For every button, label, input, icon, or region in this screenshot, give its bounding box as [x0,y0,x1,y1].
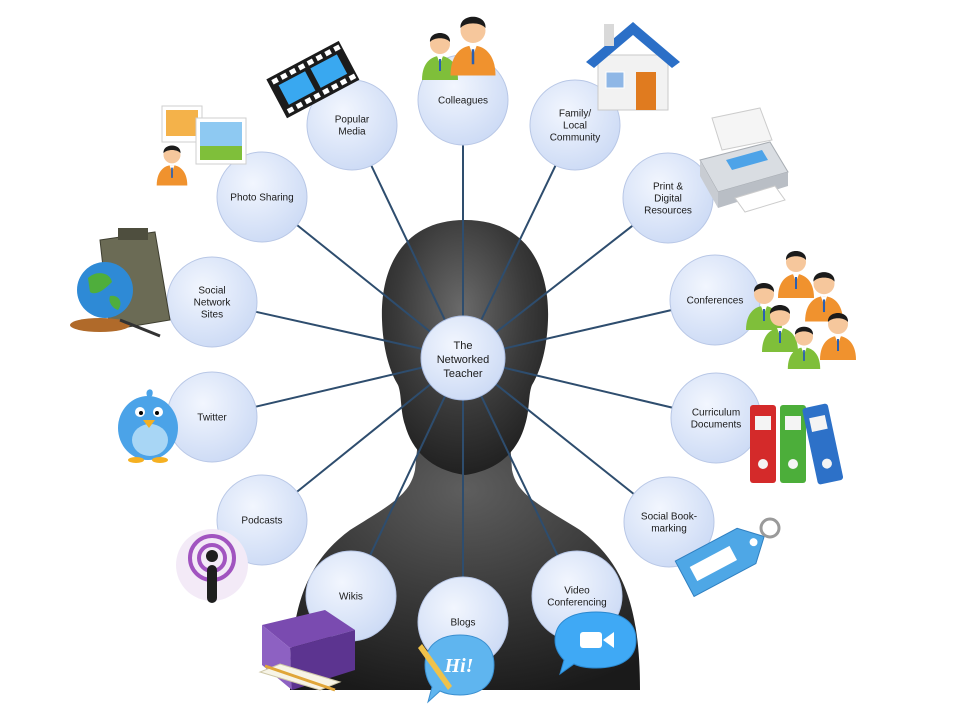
node-family-label: Community [550,133,601,144]
tag-icon [674,517,781,598]
node-bookmarking: Social Book-marking [623,476,715,568]
binders-icon [750,403,844,485]
colleagues-people-icon [422,16,496,80]
node-video-label: Conferencing [547,598,606,609]
node-conferences: Conferences [669,254,761,346]
connector-photo [296,224,433,334]
connector-curriculum [501,366,673,409]
node-family-label: Family/ [559,109,591,120]
node-bookmarking-label: marking [651,524,687,535]
film-strip-icon [266,40,360,119]
node-print-label: Digital [654,194,682,205]
node-print-label: Print & [653,182,683,193]
node-photo-label: Photo Sharing [230,193,293,204]
node-video-label: Video [564,586,590,597]
notebook-icon [258,610,355,692]
node-photo: Photo Sharing [216,151,308,243]
node-blogs-label: Blogs [450,618,475,629]
node-wikis-label: Wikis [339,592,363,603]
node-twitter: Twitter [166,371,258,463]
svg-text:Hi!: Hi! [444,655,474,677]
topic-icons: Hi! [70,16,856,704]
connector-print [493,224,634,335]
house-icon [586,22,680,111]
node-family-label: Local [563,121,587,132]
connector-lines [255,145,673,577]
video-camera-icon [554,611,637,676]
node-bookmarking-label: Social Book- [641,512,697,523]
node-conferences-label: Conferences [687,296,744,307]
node-photo-bubble [216,151,308,243]
node-print-label: Resources [644,206,692,217]
node-media-label: Media [338,127,366,138]
node-bookmarking-bubble [623,476,715,568]
connector-video [479,393,559,556]
node-social-label: Social [198,286,225,297]
photos-icon [156,105,247,186]
node-social-label: Network [194,298,232,309]
node-podcasts-label: Podcasts [241,516,282,527]
center-hub: The Networked Teacher [420,315,506,401]
node-twitter-label: Twitter [197,413,227,424]
hi-speech-bubble-icon: Hi! [418,634,495,704]
connector-family [479,165,557,323]
center-label-line-2: Networked [437,354,490,366]
bird-icon [118,389,178,463]
printer-icon [699,107,789,213]
connector-podcasts [296,382,433,493]
crowd-icon [746,251,856,369]
podcast-icon [176,529,248,603]
connector-social [255,310,425,351]
node-media-label: Popular [335,115,370,126]
center-label-line-1: The [454,340,473,352]
connector-twitter [255,366,425,408]
center-label-line-3: Teacher [443,368,482,380]
node-social-label: Sites [201,310,223,321]
connector-conferences [501,309,672,351]
connector-wikis [369,393,447,556]
node-curriculum-label: Curriculum [692,408,740,419]
node-colleagues-label: Colleagues [438,96,488,107]
node-curriculum-label: Documents [691,420,742,431]
connector-media [370,165,447,323]
globe-bag-icon [70,228,171,338]
connector-bookmarking [493,382,635,495]
